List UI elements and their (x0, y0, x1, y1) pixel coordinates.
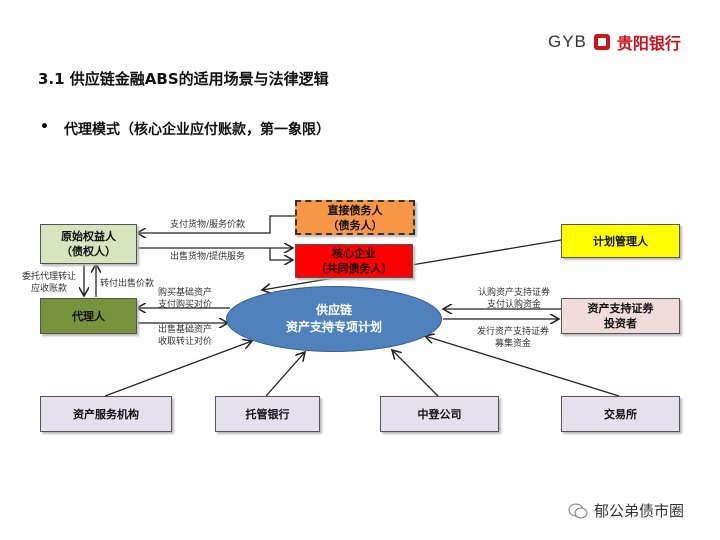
csdc-label: 中登公司 (417, 407, 462, 421)
label-pay-goods: 支付货物/服务价款 (170, 220, 246, 230)
csdc-box: 中登公司 (380, 396, 499, 432)
manager-box: 计划管理人 (561, 224, 680, 258)
servicer-label: 资产服务机构 (73, 407, 139, 421)
originator-box: 原始权益人 （债权人） (40, 224, 137, 264)
label-issue: 发行资产支持证券募集资金 (477, 327, 550, 349)
slide-title: 3.1 供应链金融ABS的适用场景与法律逻辑 (38, 70, 329, 88)
logo: GYB 贵阳银行 (548, 30, 681, 54)
custodian-box: 托管银行 (215, 396, 320, 432)
spv-ellipse: 供应链资产支持专项计划 (226, 286, 442, 352)
exchange-box: 交易所 (561, 396, 680, 432)
direct-debtor-label: 直接债务人 (327, 203, 383, 217)
investor-role: 投资者 (604, 317, 637, 330)
exchange-label: 交易所 (604, 407, 637, 421)
agent-label: 代理人 (72, 309, 105, 323)
label-transfer-pay: 转付出售价款 (100, 279, 155, 289)
agent-box: 代理人 (40, 298, 137, 334)
bank-logo-icon (593, 34, 610, 50)
investor-box: 资产支持证券投资者 (561, 298, 680, 334)
label-subscribe: 认购资产支持证券支付认购资金 (478, 288, 551, 310)
direct-debtor-box: 直接债务人（债务人） (295, 200, 415, 235)
core-enterprise-box: 核心企业 （共同债务人） (295, 244, 413, 278)
label-sell-assets: 出售基础资产收取转让对价 (158, 325, 213, 347)
spv-label-2: 资产支持专项计划 (285, 320, 382, 334)
wechat-icon (568, 503, 588, 518)
originator-label: 原始权益人 (61, 230, 116, 243)
watermark: 郁公弟债市圈 (568, 500, 684, 521)
core-enterprise-label: 核心企业 (332, 247, 376, 260)
logo-name: 贵阳银行 (616, 34, 681, 53)
slide-subtitle: 代理模式（核心企业应付账款，第一象限） (64, 122, 330, 138)
spv-label-1: 供应链 (315, 303, 352, 317)
watermark-text: 郁公弟债市圈 (594, 502, 685, 520)
direct-debtor-role: （债务人） (327, 218, 383, 232)
label-entrust: 委托代理转让应收账款 (22, 272, 77, 294)
custodian-label: 托管银行 (245, 407, 290, 421)
manager-label: 计划管理人 (593, 234, 648, 248)
investor-label: 资产支持证券 (587, 302, 654, 315)
logo-abbr: GYB (548, 32, 587, 51)
core-enterprise-role: （共同债务人） (315, 262, 393, 275)
servicer-box: 资产服务机构 (40, 396, 172, 432)
label-sell-goods: 出售货物/提供服务 (170, 252, 246, 262)
bullet: • (40, 119, 49, 135)
originator-role: （债权人） (61, 245, 116, 258)
label-buy-assets: 购买基础资产支付购买对价 (158, 288, 213, 310)
